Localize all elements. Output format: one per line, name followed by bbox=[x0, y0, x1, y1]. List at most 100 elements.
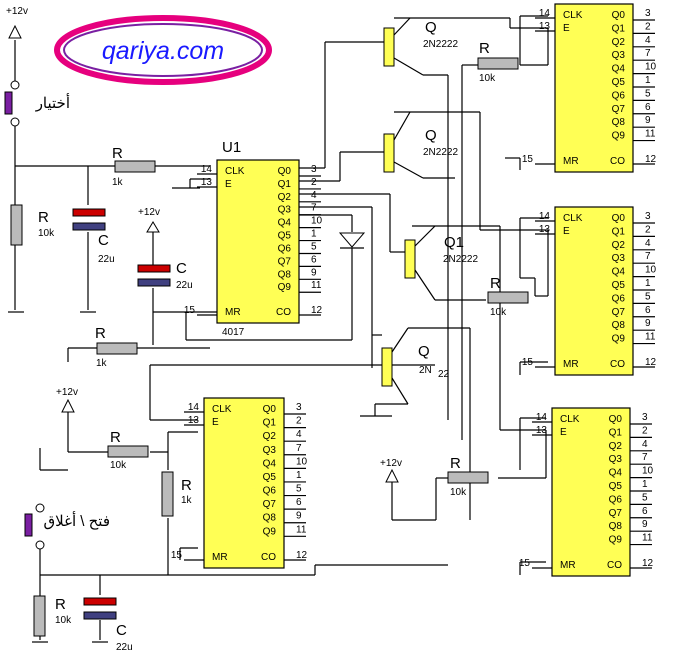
pin-number: 6 bbox=[642, 506, 648, 517]
pin-number: 6 bbox=[645, 102, 651, 113]
chip-counter-bottom-left bbox=[203, 397, 285, 569]
pin-number: 6 bbox=[311, 254, 317, 265]
pin-name-q5: Q5 bbox=[612, 280, 626, 291]
pin-number: 10 bbox=[645, 62, 657, 73]
resistors bbox=[10, 57, 529, 637]
pin-number: 5 bbox=[311, 241, 317, 252]
label-r9-val: 10k bbox=[55, 615, 72, 626]
chip-counter-bottom-right bbox=[551, 407, 631, 577]
site-logo: qariya.com bbox=[54, 15, 272, 85]
pin-name-mr: MR bbox=[225, 307, 241, 318]
pin-name-q9: Q9 bbox=[263, 526, 277, 537]
switch-select-label: أختيار bbox=[35, 93, 70, 112]
label-v12-bottom: +12v bbox=[380, 458, 402, 469]
pin-name-q4: Q4 bbox=[263, 458, 277, 469]
label-c1-val: 22u bbox=[98, 254, 115, 265]
pin-name-mr: MR bbox=[563, 359, 579, 370]
pin-name-q8: Q8 bbox=[612, 117, 626, 128]
label-v12-left: +12v bbox=[56, 387, 78, 398]
capacitors bbox=[72, 208, 171, 620]
pin-number: 15 bbox=[171, 550, 183, 561]
label-u1: U1 bbox=[222, 139, 241, 156]
pin-number: 14 bbox=[201, 164, 213, 175]
pin-number: 6 bbox=[645, 305, 651, 316]
pin-name-q1: Q1 bbox=[278, 179, 292, 190]
switch-open-close-label: فتح \ أغلاق bbox=[44, 511, 110, 530]
pin-name-q4: Q4 bbox=[612, 267, 626, 278]
pin-name-co: CO bbox=[276, 307, 291, 318]
pin-name-mr: MR bbox=[212, 552, 228, 563]
pin-name-q2: Q2 bbox=[609, 441, 623, 452]
pin-number: 4 bbox=[296, 429, 302, 440]
pin-number: 4 bbox=[645, 238, 651, 249]
pin-number: 14 bbox=[539, 211, 551, 222]
pin-number: 5 bbox=[645, 291, 651, 302]
pin-number: 11 bbox=[296, 524, 307, 535]
pin-number: 2 bbox=[311, 177, 317, 188]
pin-number: 3 bbox=[296, 402, 302, 413]
label-v12-top: +12v bbox=[6, 6, 28, 17]
pin-name-q1: Q1 bbox=[263, 418, 277, 429]
power-symbols bbox=[8, 24, 399, 483]
pin-number: 1 bbox=[296, 470, 302, 481]
pin-number: 2 bbox=[645, 21, 651, 32]
pin-name-q1: Q1 bbox=[609, 427, 623, 438]
label-r5-val: 10k bbox=[490, 307, 507, 318]
pin-number: 2 bbox=[645, 224, 651, 235]
pin-name-q2: Q2 bbox=[612, 240, 626, 251]
pin-number: 15 bbox=[522, 154, 534, 165]
logo-text: qariya.com bbox=[102, 37, 224, 65]
label-q-bottom: Q bbox=[418, 343, 430, 360]
pin-number: 12 bbox=[296, 550, 308, 561]
pin-name-q9: Q9 bbox=[612, 131, 626, 142]
pin-name-e: E bbox=[225, 179, 232, 190]
pin-name-q7: Q7 bbox=[263, 499, 277, 510]
chip-counter-top-right bbox=[554, 3, 634, 173]
pin-number: 5 bbox=[296, 484, 302, 495]
pin-name-q0: Q0 bbox=[278, 166, 292, 177]
pin-number: 9 bbox=[645, 115, 651, 126]
pin-name-q0: Q0 bbox=[263, 404, 277, 415]
label-c2: C bbox=[176, 260, 187, 277]
pin-number: 12 bbox=[311, 305, 323, 316]
pin-name-e: E bbox=[560, 427, 567, 438]
pin-number: 3 bbox=[645, 211, 651, 222]
label-r4-val: 10k bbox=[479, 73, 496, 84]
pin-name-q2: Q2 bbox=[278, 192, 292, 203]
pin-name-q2: Q2 bbox=[263, 431, 277, 442]
label-c1: C bbox=[98, 232, 109, 249]
pin-name-q3: Q3 bbox=[609, 454, 623, 465]
pin-name-q4: Q4 bbox=[609, 468, 623, 479]
pin-name-q9: Q9 bbox=[612, 334, 626, 345]
pin-number: 4 bbox=[645, 35, 651, 46]
pin-name-q3: Q3 bbox=[263, 445, 277, 456]
label-q-bottom-part-suffix: 22 bbox=[438, 369, 450, 380]
pin-name-q7: Q7 bbox=[612, 104, 626, 115]
pin-number: 10 bbox=[296, 456, 308, 467]
pin-name-e: E bbox=[563, 23, 570, 34]
pin-name-q7: Q7 bbox=[609, 508, 623, 519]
pin-number: 15 bbox=[519, 558, 531, 569]
pin-number: 12 bbox=[645, 154, 657, 165]
label-r3: R bbox=[95, 325, 106, 342]
label-r1: R bbox=[38, 209, 49, 226]
pin-number: 7 bbox=[645, 251, 651, 262]
switch-open-close: فتح \ أغلاق bbox=[24, 503, 110, 550]
pin-number: 14 bbox=[536, 412, 548, 423]
pin-name-q4: Q4 bbox=[278, 218, 292, 229]
pin-name-q9: Q9 bbox=[609, 535, 623, 546]
pin-name-e: E bbox=[563, 226, 570, 237]
pin-name-q6: Q6 bbox=[609, 494, 623, 505]
pin-number: 13 bbox=[188, 415, 200, 426]
pin-name-mr: MR bbox=[563, 156, 579, 167]
chip-counter-middle-right bbox=[554, 206, 634, 376]
pin-number: 9 bbox=[645, 318, 651, 329]
pin-number: 6 bbox=[296, 497, 302, 508]
pin-name-q7: Q7 bbox=[278, 256, 292, 267]
pin-number: 9 bbox=[296, 511, 302, 522]
pin-number: 3 bbox=[642, 412, 648, 423]
pin-number: 2 bbox=[296, 416, 302, 427]
label-q-top-part: 2N2222 bbox=[423, 39, 458, 50]
pin-number: 11 bbox=[642, 533, 653, 544]
